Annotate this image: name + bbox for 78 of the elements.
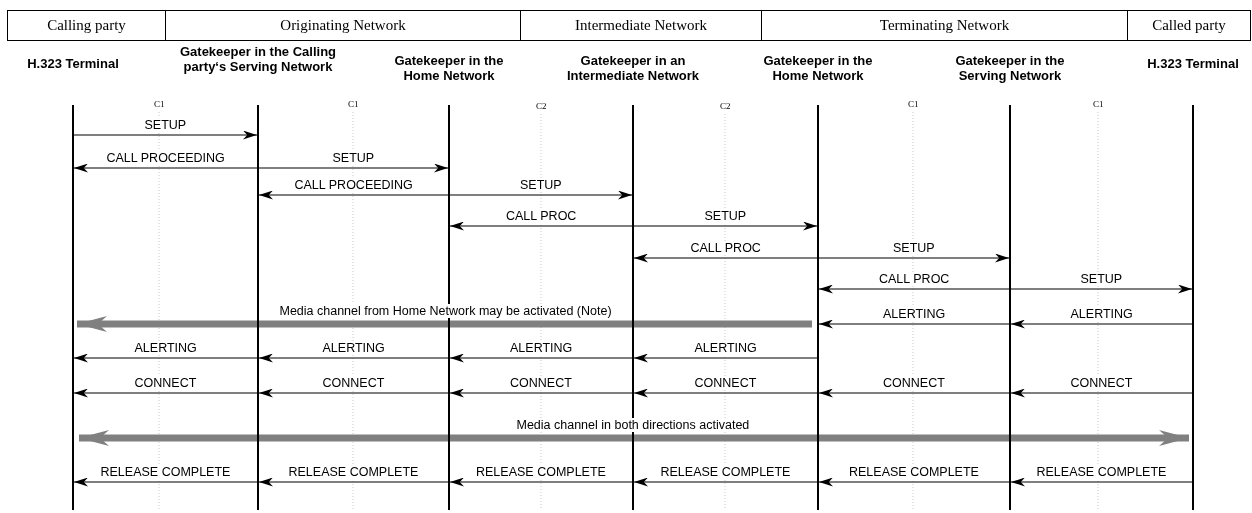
edge-label: CONNECT — [133, 376, 198, 390]
message-arrow — [449, 221, 633, 231]
edge-label: SETUP — [892, 241, 936, 255]
edge-label: SETUP — [331, 151, 376, 165]
edge-label: CALL PROC — [505, 209, 578, 223]
edge-label: Media channel in both directions activated — [515, 418, 751, 432]
participant-heading: Gatekeeper in the Serving Network — [954, 53, 1066, 83]
edge-label: ALERTING — [509, 341, 574, 355]
message-arrow — [73, 388, 258, 398]
edge-label: RELEASE COMPLETE — [848, 465, 980, 479]
header-cell: Intermediate Network — [520, 10, 762, 41]
message-arrow — [73, 130, 258, 140]
edge-label: CALL PROCEEDING — [293, 178, 414, 192]
message-arrow — [449, 477, 633, 487]
edge-label: RELEASE COMPLETE — [659, 465, 792, 479]
channel-label: C1 — [908, 99, 919, 109]
channel-label: C1 — [1093, 99, 1104, 109]
message-arrow — [633, 253, 818, 263]
message-arrow — [818, 388, 1010, 398]
participant-heading: Gatekeeper in the Home Network — [762, 53, 874, 83]
channel-label: C2 — [536, 101, 547, 111]
message-arrow — [633, 477, 818, 487]
edge-label: Media channel from Home Network may be activated (Note) — [278, 304, 613, 318]
message-arrow — [1010, 388, 1193, 398]
edge-label: CALL PROCEEDING — [105, 151, 226, 165]
message-arrow — [818, 284, 1010, 294]
message-arrow — [449, 353, 633, 363]
message-arrow — [258, 388, 449, 398]
edge-label: RELEASE COMPLETE — [475, 465, 607, 479]
header-cell: Originating Network — [165, 10, 521, 41]
edge-label: ALERTING — [133, 341, 198, 355]
message-arrow — [258, 190, 449, 200]
edge-label: SETUP — [703, 209, 748, 223]
edge-label: CALL PROC — [878, 272, 951, 286]
header-cell: Terminating Network — [761, 10, 1128, 41]
channel-label: C1 — [348, 99, 359, 109]
edge-label: SETUP — [1079, 272, 1124, 286]
message-arrow — [818, 319, 1010, 329]
channel-label: C2 — [720, 101, 731, 111]
edge-label: CONNECT — [321, 376, 386, 390]
edge-label: ALERTING — [693, 341, 758, 355]
edge-label: CONNECT — [509, 376, 573, 390]
edge-label: ALERTING — [882, 307, 947, 321]
message-arrow — [1010, 284, 1193, 294]
header-cell: Called party — [1127, 10, 1251, 41]
message-arrow — [73, 477, 258, 487]
message-arrow — [449, 190, 633, 200]
message-arrow — [633, 388, 818, 398]
edge-label: ALERTING — [1069, 307, 1134, 321]
participant-heading: Gatekeeper in an Intermediate Network — [565, 53, 701, 83]
message-arrow — [633, 353, 818, 363]
edge-label: RELEASE COMPLETE — [99, 465, 232, 479]
message-arrow — [818, 253, 1010, 263]
edge-label: ALERTING — [321, 341, 386, 355]
edge-label: RELEASE COMPLETE — [287, 465, 420, 479]
message-arrow — [258, 163, 449, 173]
message-arrow — [449, 388, 633, 398]
message-arrow — [73, 163, 258, 173]
participant-heading: H.323 Terminal — [1146, 56, 1240, 71]
edge-label: CONNECT — [693, 376, 758, 390]
edge-label: SETUP — [143, 118, 188, 132]
message-arrow — [258, 353, 449, 363]
message-arrow — [1010, 319, 1193, 329]
edge-label: CONNECT — [882, 376, 946, 390]
participant-heading: H.323 Terminal — [26, 56, 120, 71]
message-arrow — [258, 477, 449, 487]
participant-heading: Gatekeeper in the Home Network — [393, 53, 505, 83]
message-arrow — [1010, 477, 1193, 487]
message-arrow — [818, 477, 1010, 487]
message-arrow — [633, 221, 818, 231]
message-arrow — [73, 353, 258, 363]
header-cell: Calling party — [7, 10, 166, 41]
participant-heading: Gatekeeper in the Calling party‘s Serving Network — [178, 44, 337, 74]
edge-label: CONNECT — [1069, 376, 1134, 390]
channel-label: C1 — [154, 99, 165, 109]
edge-label: RELEASE COMPLETE — [1035, 465, 1168, 479]
edge-label: CALL PROC — [689, 241, 762, 255]
edge-label: SETUP — [519, 178, 563, 192]
